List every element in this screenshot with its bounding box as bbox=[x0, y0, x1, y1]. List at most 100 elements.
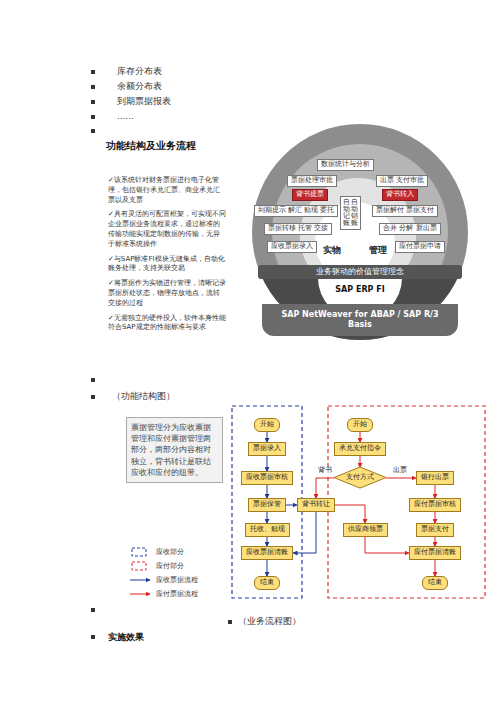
ring-label: 票据处理审批 bbox=[287, 175, 337, 187]
flow-connector bbox=[267, 560, 268, 577]
legend-text: 应收部分 bbox=[156, 548, 184, 556]
ring-label: 票据转移 托管 交接 bbox=[264, 223, 332, 235]
bullet bbox=[91, 608, 95, 612]
node-text: 票据处理审批 bbox=[291, 177, 333, 185]
bullet bbox=[91, 115, 95, 119]
ring-label: 合并 分解 新出票 bbox=[379, 223, 440, 235]
flow-connector bbox=[267, 485, 268, 499]
note-box: 票据管理分为应收票据管理和应付票据管理两部分，两部分内容相对独立，背书转让是联结… bbox=[126, 417, 223, 483]
outer-ring bbox=[252, 124, 468, 340]
node-text: 票据保管 bbox=[253, 500, 281, 509]
figure-caption: （功能结构图） bbox=[112, 391, 175, 403]
flow-connector bbox=[435, 560, 436, 577]
ring-label-red: 背书转入 bbox=[382, 189, 418, 201]
node-text: 应付票据清账 bbox=[414, 548, 456, 557]
node-text: 承兑支付指令 bbox=[339, 444, 381, 453]
bullet bbox=[91, 85, 95, 89]
node-text: 合并 分解 新出票 bbox=[383, 225, 436, 233]
process-box: 应付票据审核 bbox=[409, 498, 461, 511]
legend-swatch bbox=[130, 594, 150, 595]
edge-label: 出票 bbox=[392, 467, 408, 475]
list-item: 到期票据报表 bbox=[117, 96, 171, 108]
flow-connector bbox=[435, 512, 436, 524]
vertical-label-box: 自动记账自动销账 bbox=[340, 196, 361, 231]
process-box: 供应商领票 bbox=[343, 523, 388, 536]
ring-label: 数据统计与分析 bbox=[317, 159, 374, 171]
feature-item: ✓该系统针对财务票据进行电子化管理，包括银行承兑汇票、商业承兑汇票以及支票 bbox=[108, 176, 226, 205]
process-box: 承兑支付指令 bbox=[334, 442, 386, 455]
node-text: 结束 bbox=[428, 578, 442, 587]
legend-text: 应付票据流程 bbox=[156, 590, 198, 598]
flow-connector bbox=[386, 478, 416, 479]
terminal-box: 开始 bbox=[347, 418, 373, 431]
node-text: 票据管理分为应收票据管理和应付票据管理两部分，两部分内容相对独立，背书转让是联结… bbox=[131, 422, 218, 478]
edge-label: 背书 bbox=[317, 467, 333, 475]
legend-swatch bbox=[130, 580, 150, 581]
ring-label: 应收票据录入 bbox=[267, 241, 317, 253]
legend-text: 应收票据流程 bbox=[156, 576, 198, 584]
node-text: 出票 支付审批 bbox=[380, 177, 424, 185]
process-box: 托收、贴现 bbox=[245, 523, 290, 536]
section-heading: 实施效果 bbox=[108, 631, 144, 644]
node-text: 结束 bbox=[260, 578, 274, 587]
legend-swatch bbox=[132, 548, 146, 556]
ring-label: 应付票据申请 bbox=[395, 241, 445, 253]
flow-connector bbox=[293, 512, 316, 553]
process-box: 应收票据清账 bbox=[241, 546, 293, 559]
flow-connector bbox=[316, 478, 334, 498]
lower-segment bbox=[240, 278, 480, 358]
list-item: 余额分布表 bbox=[117, 81, 162, 93]
node-text: 背书转让 bbox=[302, 500, 330, 509]
center-word: 实物 bbox=[323, 244, 341, 257]
feature-item: ✓具有灵活的可配置框架，可实现不同企业票据业务流程要求，通过标准的传输功能实现定… bbox=[108, 210, 226, 249]
node-text: 托收、贴现 bbox=[250, 525, 285, 534]
node-text: 背书转入 bbox=[386, 191, 414, 199]
diamond-outline bbox=[334, 467, 386, 488]
payable-region bbox=[328, 406, 485, 598]
node-text: 背书提票 bbox=[296, 191, 324, 199]
flow-connector bbox=[360, 432, 361, 443]
erp-label: SAP ERP FI bbox=[335, 285, 384, 294]
node-text: 业务驱动的价值管理理念 bbox=[260, 267, 460, 277]
list-item: …… bbox=[117, 111, 134, 121]
ring-label: 出票 支付审批 bbox=[376, 175, 428, 187]
legend-text: 应付部分 bbox=[156, 562, 184, 570]
bullet-markers bbox=[91, 70, 232, 639]
process-box: 应付票据清账 bbox=[409, 546, 461, 559]
terminal-box: 结束 bbox=[422, 576, 448, 589]
receivable-region bbox=[232, 406, 302, 598]
flow-connector bbox=[267, 432, 268, 443]
ring-label: 到期提示 解汇 贴现 委托 bbox=[254, 205, 338, 217]
terminal-box: 结束 bbox=[254, 576, 280, 589]
process-box: 票据支付 bbox=[416, 523, 454, 536]
bullet bbox=[91, 129, 95, 133]
flow-connector bbox=[267, 537, 268, 547]
node-text: 票据解付 票据支付 bbox=[376, 207, 434, 215]
bullet bbox=[91, 70, 95, 74]
process-box: 票据保管 bbox=[248, 498, 286, 511]
bullet bbox=[91, 635, 95, 639]
process-box: 应收票据审核 bbox=[241, 471, 293, 484]
node-text: SAP NetWeaver for ABAP / SAP R/3 Basis bbox=[280, 310, 440, 331]
node-text: 开始 bbox=[260, 420, 274, 429]
node-text: 应收票据清账 bbox=[246, 548, 288, 557]
figure-caption: （业务流程图） bbox=[238, 616, 301, 628]
node-text: 票据支付 bbox=[421, 525, 449, 534]
ring-label: 票据解付 票据支付 bbox=[372, 205, 438, 217]
bullet bbox=[91, 378, 95, 382]
feature-item: ✓将票据作为实物进行管理，清晰记录票据所处状态，物理存放地点，流转交接的过程 bbox=[108, 279, 226, 308]
flow-connector bbox=[365, 537, 409, 553]
node-text: 票据转移 托管 交接 bbox=[268, 225, 328, 233]
terminal-box: 开始 bbox=[254, 418, 280, 431]
process-box: 背书转让 bbox=[297, 498, 335, 511]
decision-diamond: 支付方式 bbox=[334, 467, 386, 488]
bullet bbox=[228, 620, 232, 624]
flow-connector bbox=[360, 456, 361, 468]
node-text: 支付方式 bbox=[346, 473, 374, 482]
bullet bbox=[91, 395, 95, 399]
node-text: 应付票据审核 bbox=[414, 500, 456, 509]
node-text: 自动记账 bbox=[343, 199, 350, 228]
process-box: 银行出票 bbox=[416, 471, 454, 484]
